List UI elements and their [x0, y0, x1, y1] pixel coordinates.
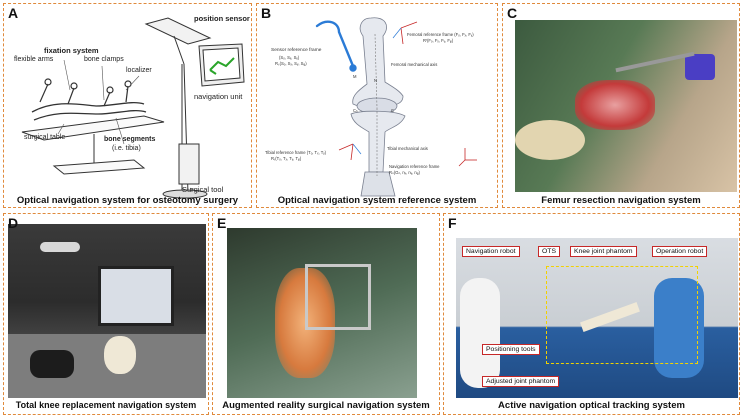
panel-letter: E	[217, 215, 227, 231]
label-bone-segments: bone segments	[104, 136, 156, 143]
panel-a: A	[3, 3, 252, 208]
label-sensor-frame: Sensor reference frame	[271, 48, 322, 53]
label-position-sensor: position sensor	[194, 14, 250, 23]
label-femoral-frame-sym: Rᶠ(Fₒ, Fₓ, Fᵧ, Fᵩ)	[423, 38, 454, 43]
label-point-n: N	[374, 78, 378, 83]
panel-letter: C	[507, 5, 518, 21]
panel-caption: Augmented reality surgical navigation sy…	[222, 400, 430, 411]
label-ots: OTS	[538, 246, 560, 257]
tracking-region	[546, 266, 698, 364]
panel-caption: Femur resection navigation system	[541, 195, 701, 206]
reference-frames-drawing	[315, 17, 477, 197]
tracker-marker	[685, 54, 715, 80]
label-navigation-frame: Navigation reference frame	[389, 164, 440, 169]
label-bone-segments-sub: (i.e. tibia)	[112, 145, 141, 152]
label-operation-robot: Operation robot	[652, 246, 708, 257]
instrument-frame	[305, 264, 371, 330]
osteotomy-navigation-drawing	[21, 17, 245, 199]
instrument-rods	[615, 51, 695, 73]
glove-left	[515, 120, 585, 160]
panel-letter: D	[8, 215, 19, 231]
label-tibial-frame: Tibial reference frame (Tₒ, Tₓ, Tᵧ)	[265, 150, 327, 155]
label-bone-clamps: bone clamps	[84, 56, 124, 63]
label-navigation-robot: Navigation robot	[462, 246, 520, 257]
femur-resection-photo	[515, 20, 737, 192]
panel-b: B	[256, 3, 498, 208]
label-adjusted-joint-phantom: Adjusted joint phantom	[482, 376, 560, 387]
label-fixation-system: fixation system	[44, 46, 99, 55]
label-sensor-frame-sym1: (Sₒ, Sₓ, Sᵧ)	[279, 55, 300, 60]
panel-c: C Femur resection navigation system	[502, 3, 740, 208]
label-localizer: localizer	[126, 67, 152, 74]
label-surgical-table: surgical table	[24, 134, 66, 141]
surgical-site	[575, 80, 655, 130]
label-femoral-frame: Femoral reference frame (Fₒ, Fₓ, Fᵧ)	[407, 32, 474, 37]
panel-f: Navigation robot OTS Knee joint phantom …	[443, 213, 740, 415]
label-surgical-tool: Surgical tool	[182, 185, 224, 194]
camera-bar	[40, 242, 80, 252]
label-navigation-unit: navigation unit	[194, 92, 243, 101]
label-sensor-frame-sym2: Rₛ(Sₒ, Sₓ, Sᵧ, Sᵩ)	[275, 61, 307, 66]
panel-letter: B	[261, 5, 272, 21]
active-tracking-photo	[456, 238, 738, 398]
monitor	[98, 266, 174, 326]
panel-caption: Optical navigation system reference syst…	[277, 195, 477, 206]
label-positioning-tools: Positioning tools	[482, 344, 540, 355]
panel-letter: A	[8, 5, 19, 21]
label-tibial-axis: Tibial mechanical axis	[387, 146, 428, 151]
label-point-m: M	[353, 74, 357, 79]
label-point-cb: Cₕ	[353, 108, 358, 113]
label-point-c: C	[391, 108, 395, 113]
panel-caption: Total knee replacement navigation system	[15, 400, 197, 410]
label-femoral-axis: Femoral mechanical axis	[391, 62, 438, 67]
panel-letter: F	[448, 215, 457, 231]
operator	[654, 278, 704, 378]
panel-caption: Optical navigation system for osteotomy …	[16, 195, 239, 206]
label-tibial-frame-sym: Rₜ(Tₒ, Tₓ, Tᵧ, Tᵩ)	[271, 156, 302, 161]
knee-replacement-photo	[8, 224, 206, 398]
label-knee-joint-phantom: Knee joint phantom	[570, 246, 637, 257]
vr-headset	[30, 350, 74, 378]
panel-d: D Total knee replacement navigation syst…	[3, 213, 209, 415]
label-flexible-arms: flexible arms	[14, 56, 54, 63]
skull-model	[104, 336, 136, 374]
panel-caption: Active navigation optical tracking syste…	[498, 400, 685, 411]
navigation-robot	[460, 278, 500, 388]
ar-navigation-photo	[227, 228, 417, 398]
label-navigation-frame-sym: Rₙ(Oₙ, nₓ, nᵧ, nᵩ)	[389, 170, 420, 175]
panel-e: E Augmented reality surgical navigation …	[212, 213, 440, 415]
